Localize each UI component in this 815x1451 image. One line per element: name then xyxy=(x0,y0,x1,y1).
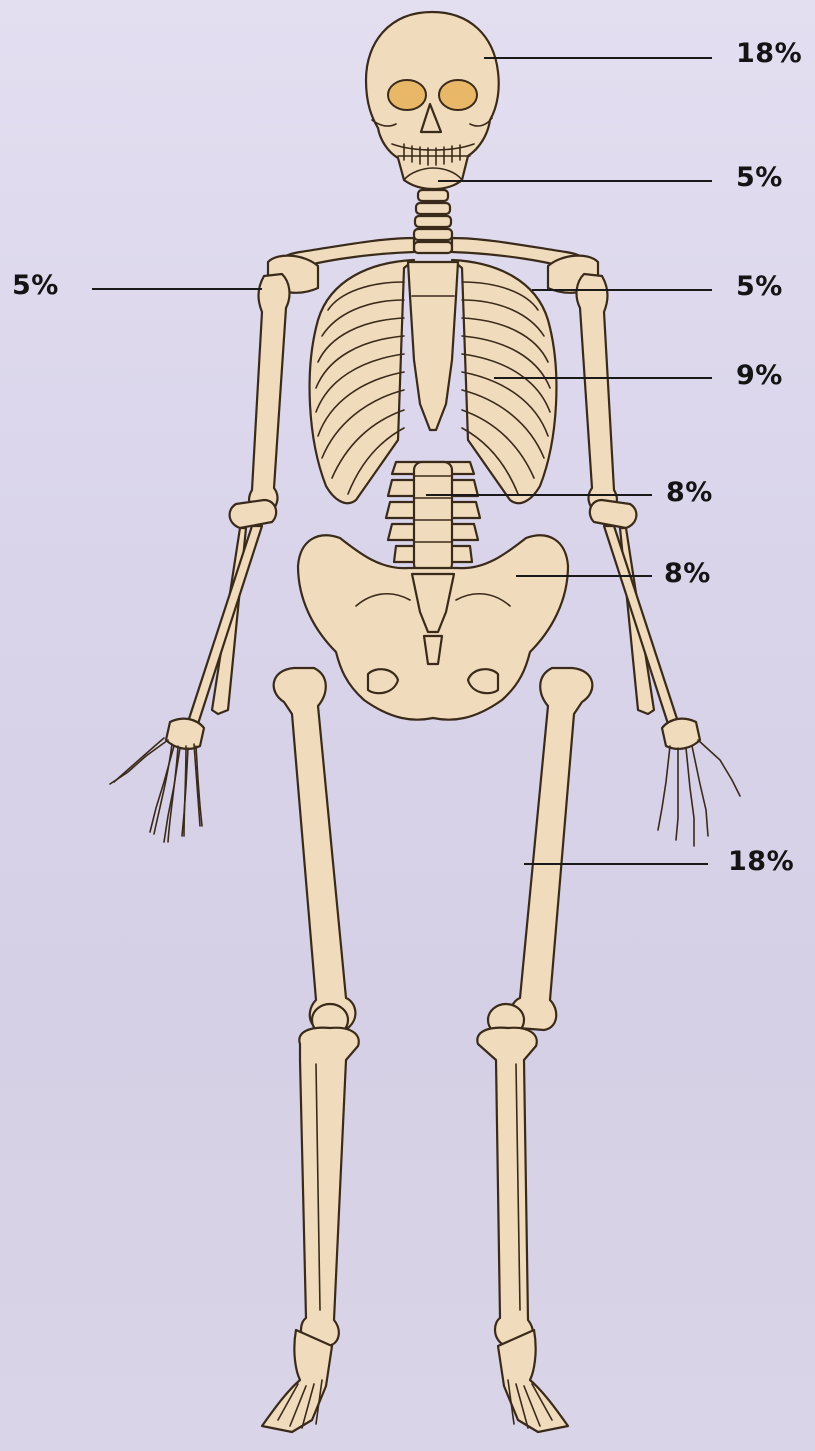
sternum xyxy=(408,262,458,430)
label-skull-18-percent: 18% xyxy=(736,38,802,69)
left-tibia xyxy=(477,1028,536,1346)
right-tibia xyxy=(299,1028,358,1346)
coccyx xyxy=(424,636,442,664)
right-eye-socket xyxy=(388,80,426,110)
neck-vertebrae xyxy=(414,190,452,253)
left-leg xyxy=(477,668,592,1432)
label-left-shoulder-5-percent: 5% xyxy=(736,271,783,302)
label-legs-18-percent: 18% xyxy=(728,846,794,877)
label-pelvis-8-percent: 8% xyxy=(664,558,711,589)
lumbar-spine xyxy=(386,462,480,572)
label-right-shoulder-5-percent: 5% xyxy=(12,270,59,301)
right-femur xyxy=(274,668,356,1030)
right-leg xyxy=(262,668,359,1432)
left-arm xyxy=(577,274,740,846)
label-neck-5-percent: 5% xyxy=(736,162,783,193)
right-humerus xyxy=(249,274,289,512)
left-eye-socket xyxy=(439,80,477,110)
label-ribs-9-percent: 9% xyxy=(736,360,783,391)
label-spine-8-percent: 8% xyxy=(666,477,713,508)
left-humerus xyxy=(577,274,617,512)
right-arm xyxy=(110,274,289,842)
left-femur xyxy=(511,668,593,1030)
skull xyxy=(366,12,499,189)
